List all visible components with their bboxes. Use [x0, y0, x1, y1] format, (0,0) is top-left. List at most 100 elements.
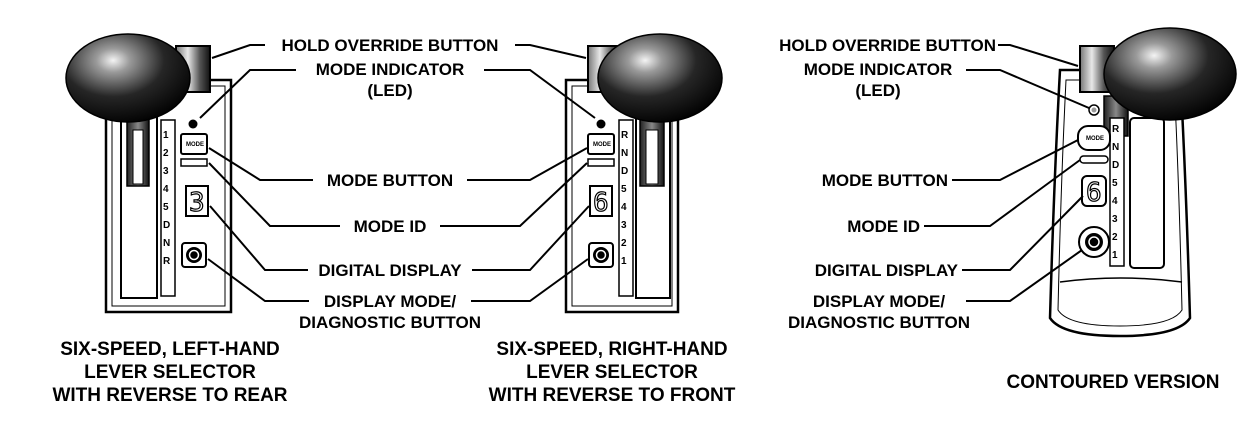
leader-line [211, 44, 265, 59]
diagnostic-button-icon [186, 247, 202, 263]
caption-line: SIX-SPEED, LEFT-HAND [60, 339, 280, 360]
center-labels: HOLD OVERRIDE BUTTON MODE INDICATOR (LED… [282, 36, 499, 332]
display-mode-label-line1: DISPLAY MODE/ [813, 292, 946, 311]
gear-label: 1 [1112, 250, 1118, 261]
gear-label: R [621, 130, 629, 141]
gear-label: D [621, 166, 628, 177]
gear-label: D [163, 220, 170, 231]
leader-line [966, 249, 1083, 302]
leader-line [484, 69, 596, 119]
gear-label: 5 [163, 202, 169, 213]
leader-line [208, 162, 340, 227]
shift-knob[interactable] [597, 33, 723, 123]
gear-label: 3 [1112, 214, 1118, 225]
contoured-selector: R N D 5 4 3 2 1 MODE 6 CONTOURED VERSION [1007, 27, 1237, 393]
digital-display-label: DIGITAL DISPLAY [815, 261, 959, 280]
contoured-caption: CONTOURED VERSION [1007, 372, 1220, 393]
contoured-labels: HOLD OVERRIDE BUTTON MODE INDICATOR (LED… [779, 36, 996, 332]
diagnostic-button-icon-ring [188, 249, 200, 261]
housing-base-line [1059, 277, 1183, 283]
mode-button[interactable] [587, 133, 615, 155]
caption-line: WITH REVERSE TO REAR [52, 385, 287, 406]
right-hand-selector: R N D 5 4 3 2 1 MODE 6 SIX-SPEED, RIGHT-… [489, 33, 736, 406]
digital-display [185, 185, 209, 217]
leader-line [209, 205, 308, 271]
gear-label: 2 [1112, 232, 1118, 243]
mode-indicator-label: MODE INDICATOR [316, 60, 465, 79]
led-label: (LED) [855, 81, 900, 100]
contoured-leader-lines [924, 44, 1090, 302]
leader-line [440, 162, 588, 227]
mode-button-label-text: MODE BUTTON [327, 171, 453, 190]
gear-label: 4 [621, 202, 627, 213]
diagnostic-button-icon [593, 247, 609, 263]
mode-button-label: MODE [1086, 136, 1104, 142]
gear-label: 5 [621, 184, 627, 195]
digital-display [589, 185, 613, 217]
mode-indicator-led [188, 119, 198, 129]
caption-line: LEVER SELECTOR [84, 362, 256, 383]
gear-label: R [163, 256, 171, 267]
gear-label: 2 [163, 148, 169, 159]
gear-label: N [621, 148, 628, 159]
gear-label: 1 [163, 130, 169, 141]
mode-indicator-led-inner [1091, 107, 1097, 113]
display-mode-label-line1: DISPLAY MODE/ [324, 292, 457, 311]
selector-caption: SIX-SPEED, LEFT-HAND LEVER SELECTOR WITH… [52, 339, 287, 406]
right-leader-lines [440, 44, 596, 302]
gear-label: 3 [621, 220, 627, 231]
mode-indicator-led [596, 119, 606, 129]
mode-button-label: MODE [593, 142, 611, 148]
leader-line [467, 147, 588, 181]
lever-shaft-highlight [132, 129, 144, 185]
digital-display-digit: 6 [593, 188, 609, 218]
gear-labels: R N D 5 4 3 2 1 [1112, 124, 1120, 261]
diagnostic-button-icon-ring [1088, 236, 1100, 248]
mode-button-label-text: MODE BUTTON [822, 171, 948, 190]
diagnostic-button-icon [1085, 233, 1103, 251]
mode-id [587, 158, 615, 167]
gear-label: 3 [163, 166, 169, 177]
left-hand-selector: 1 2 3 4 5 D N R MODE 3 SIX-SPEED, LEFT-H… [52, 33, 288, 406]
selector-housing-inner [1057, 79, 1183, 327]
lever-shaft-highlight [645, 129, 659, 185]
leader-line [962, 195, 1084, 271]
leader-line [199, 69, 296, 119]
leader-line [952, 139, 1079, 181]
selector-caption: SIX-SPEED, RIGHT-HAND LEVER SELECTOR WIT… [489, 339, 736, 406]
hold-override-label: HOLD OVERRIDE BUTTON [282, 36, 499, 55]
mode-button[interactable] [180, 133, 208, 155]
gear-label: R [1112, 124, 1120, 135]
display-mode-label-line2: DIAGNOSTIC BUTTON [788, 313, 970, 332]
mode-id [1079, 155, 1109, 164]
gear-labels: 1 2 3 4 5 D N R [163, 130, 171, 267]
gear-label: 1 [621, 256, 627, 267]
mode-button-label: MODE [186, 142, 204, 148]
mode-indicator-label: MODE INDICATOR [804, 60, 953, 79]
gear-strip [618, 119, 634, 297]
mode-id [180, 158, 208, 167]
leader-line [998, 44, 1079, 67]
gear-labels: R N D 5 4 3 2 1 [621, 130, 629, 267]
diagnostic-button-icon-ring [595, 249, 607, 261]
left-leader-lines [199, 44, 340, 302]
mode-id-label: MODE ID [847, 217, 920, 236]
digital-display-label: DIGITAL DISPLAY [318, 261, 462, 280]
lever-slot [1129, 117, 1165, 269]
leader-line [472, 205, 590, 271]
caption-line: LEVER SELECTOR [526, 362, 698, 383]
gear-strip [1109, 117, 1125, 267]
leader-line [208, 147, 313, 181]
gear-label: 2 [621, 238, 627, 249]
digital-display [1081, 175, 1107, 207]
display-mode-label-line2: DIAGNOSTIC BUTTON [299, 313, 481, 332]
mode-button[interactable] [1077, 125, 1111, 151]
leader-line [207, 258, 309, 302]
gear-label: D [1112, 160, 1119, 171]
digital-display-digit: 3 [189, 188, 205, 218]
shift-knob[interactable] [1103, 27, 1237, 121]
gear-label: 5 [1112, 178, 1118, 189]
shift-knob[interactable] [65, 33, 191, 123]
leader-line [471, 258, 589, 302]
